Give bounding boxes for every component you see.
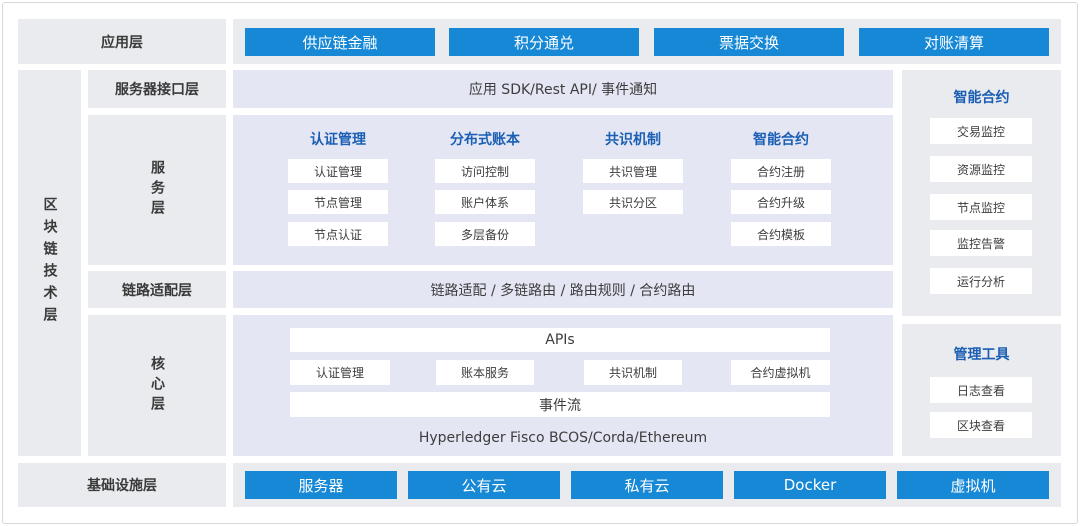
right-panel-item: 监控告警: [930, 230, 1032, 256]
iface-panel: 应用 SDK/Rest API/ 事件通知: [233, 70, 893, 108]
service-col-title: 分布式账本: [450, 132, 520, 148]
service-col-title: 共识机制: [605, 132, 661, 148]
right-panel-item: 日志查看: [930, 377, 1032, 403]
service-col-title: 智能合约: [753, 132, 809, 148]
core-platforms-text: Hyperledger Fisco BCOS/Corda/Ethereum: [418, 430, 708, 446]
layer-label-chain: 区块链技术层: [18, 70, 81, 456]
infra-item: 私有云: [571, 471, 723, 499]
service-item: 合约注册: [731, 159, 831, 183]
core-platforms: Hyperledger Fisco BCOS/Corda/Ethereum: [233, 426, 893, 450]
layer-label-infra-text: 基础设施层: [87, 478, 157, 494]
layer-label-iface: 服务器接口层: [88, 70, 226, 108]
right-panel-item: 区块查看: [930, 412, 1032, 438]
right-panel-item: 运行分析: [930, 268, 1032, 294]
service-item: 账户体系: [435, 190, 535, 214]
infra-item: 虚拟机: [897, 471, 1049, 499]
right-panel-title: 管理工具: [953, 347, 1010, 363]
service-item: 节点管理: [288, 190, 388, 214]
service-item: 认证管理: [288, 159, 388, 183]
core-module: 账本服务: [436, 360, 534, 385]
service-item: 合约模板: [731, 222, 831, 246]
core-module: 共识机制: [584, 360, 682, 385]
route-text: 链路适配 / 多链路由 / 路由规则 / 合约路由: [430, 282, 696, 299]
service-col-title: 认证管理: [310, 132, 366, 148]
core-module: 认证管理: [290, 360, 390, 385]
layer-label-route: 链路适配层: [88, 271, 226, 308]
infra-item: Docker: [734, 471, 886, 499]
service-item: 多层备份: [435, 222, 535, 246]
layer-label-route-text: 链路适配层: [122, 282, 192, 299]
layer-label-service: 服务层: [88, 115, 226, 265]
right-panel-title: 智能合约: [953, 90, 1010, 106]
service-item: 合约升级: [731, 190, 831, 214]
layer-label-chain-text: 区块链技术层: [41, 197, 58, 329]
app-item: 票据交换: [654, 28, 844, 56]
layer-label-service-text: 服务层: [149, 160, 165, 220]
app-item: 对账清算: [859, 28, 1049, 56]
layer-label-core-text: 核心层: [149, 355, 165, 416]
infra-item: 服务器: [245, 471, 397, 499]
right-panel-item: 交易监控: [930, 118, 1032, 144]
layer-label-core: 核心层: [88, 315, 226, 456]
service-item: 共识管理: [583, 159, 683, 183]
service-item: 共识分区: [583, 190, 683, 214]
service-item: 节点认证: [288, 222, 388, 246]
app-item: 积分通兑: [449, 28, 639, 56]
core-module: 合约虚拟机: [731, 360, 830, 385]
layer-label-infra: 基础设施层: [18, 463, 226, 507]
layer-label-app: 应用层: [18, 19, 226, 64]
infra-item: 公有云: [408, 471, 560, 499]
service-item: 访问控制: [435, 159, 535, 183]
right-panel-item: 节点监控: [930, 194, 1032, 220]
route-panel: 链路适配 / 多链路由 / 路由规则 / 合约路由: [233, 271, 893, 308]
layer-label-app-text: 应用层: [101, 34, 143, 51]
layer-label-iface-text: 服务器接口层: [115, 82, 199, 98]
core-event-stream: 事件流: [290, 392, 830, 417]
core-apis: APIs: [290, 328, 830, 352]
right-panel-item: 资源监控: [930, 156, 1032, 182]
app-item: 供应链金融: [245, 28, 435, 56]
iface-text: 应用 SDK/Rest API/ 事件通知: [468, 82, 658, 98]
